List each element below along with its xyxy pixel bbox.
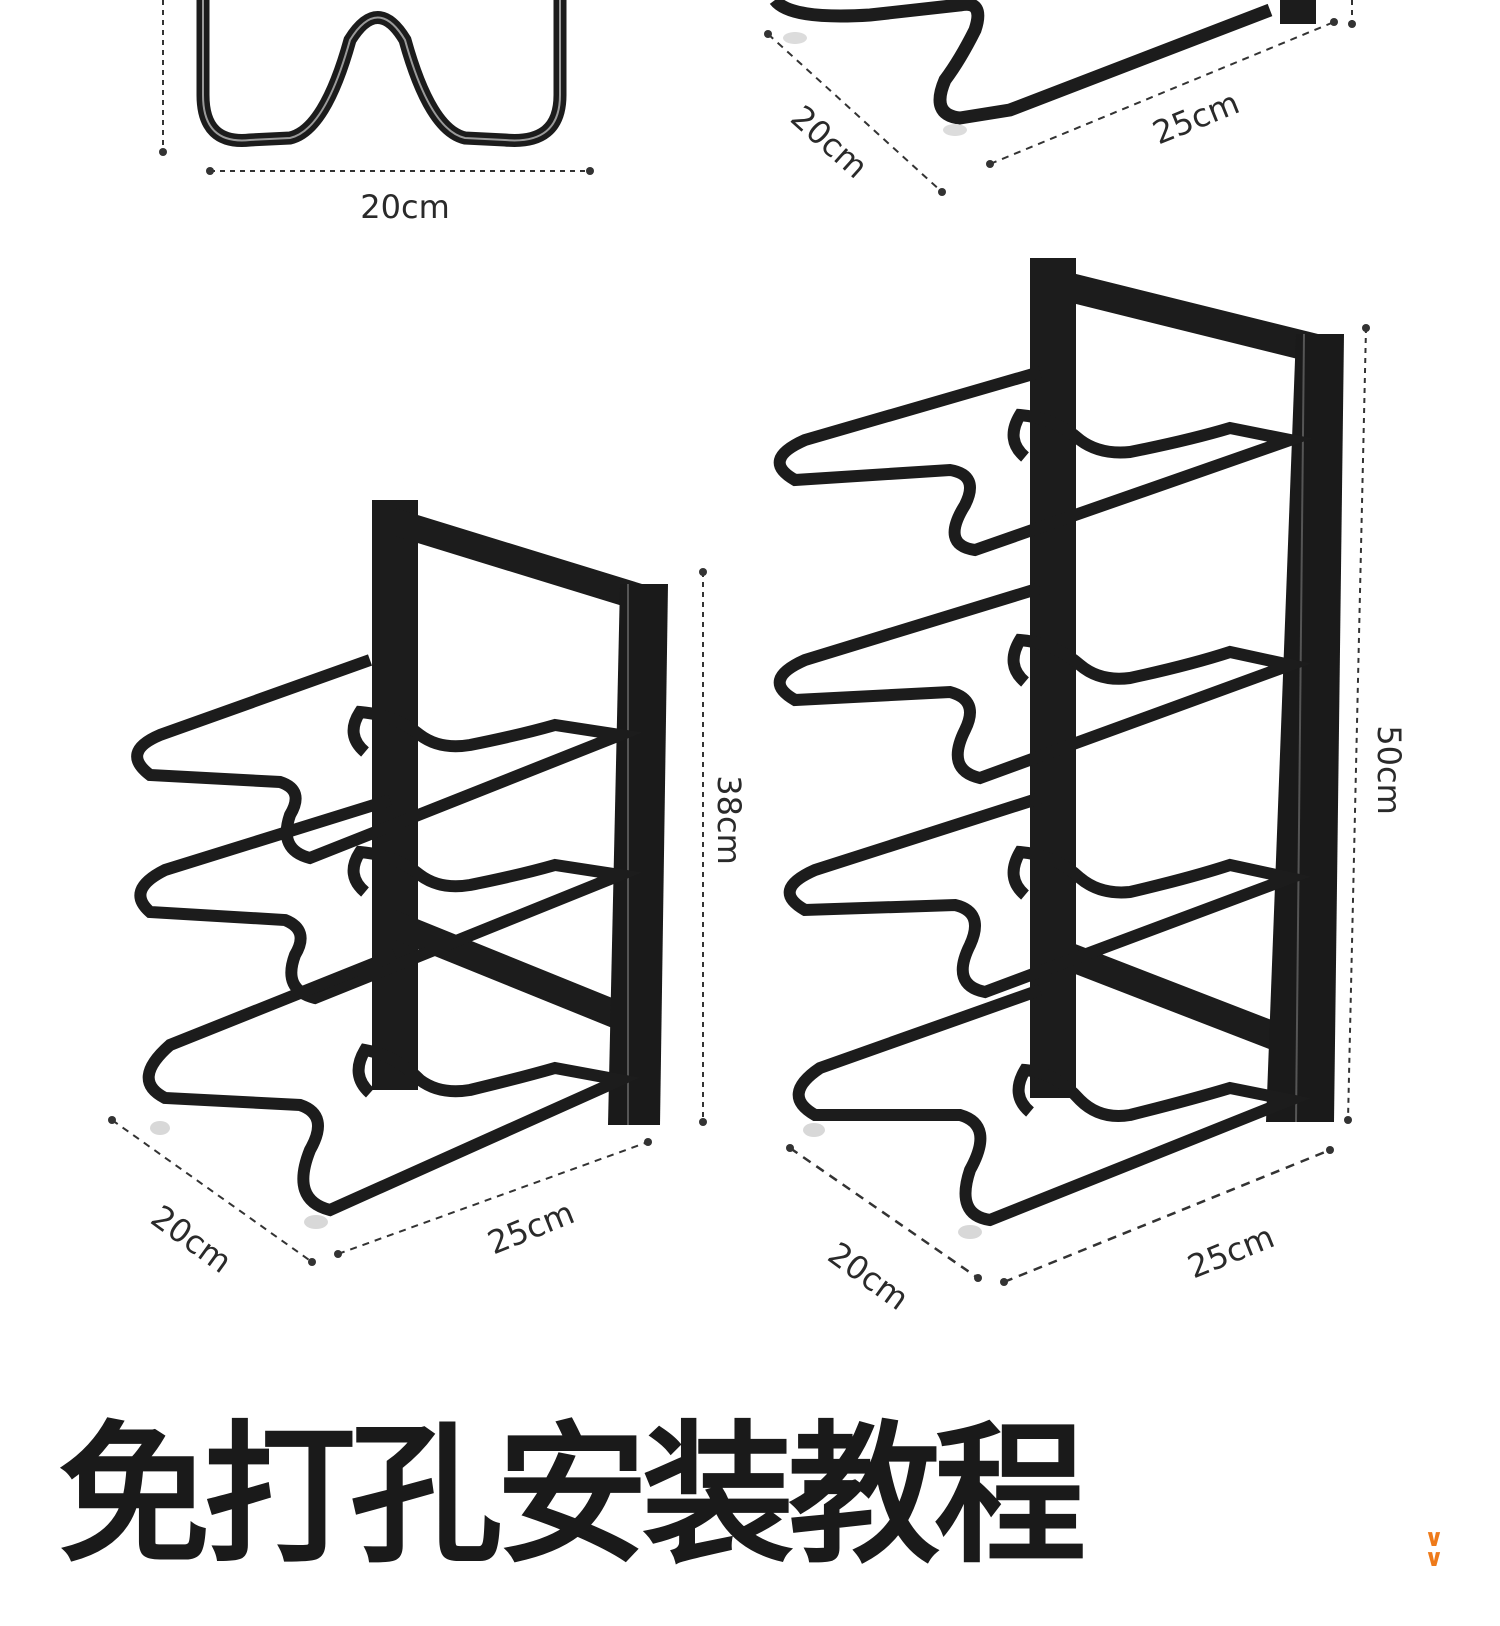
- section-title: 免打孔安装教程: [58, 1407, 1086, 1584]
- length-dim-line: [1003, 1148, 1331, 1284]
- top-end-view: 20cm: [159, 0, 594, 226]
- top-depth-label: 20cm: [783, 98, 875, 186]
- rack-small: 38cm 20cm 25cm: [108, 500, 748, 1281]
- chevron-down-icon: ∨: [1424, 1524, 1444, 1552]
- post-foot: [1280, 0, 1316, 24]
- top-crossbar: [395, 508, 642, 612]
- shelf-tier: [131, 654, 643, 865]
- bottom-crossbar: [1052, 935, 1318, 1068]
- front-post: [1266, 334, 1344, 1122]
- shelf-tier: [773, 366, 1313, 557]
- top-crossbar: [1052, 268, 1318, 364]
- small-depth-label: 20cm: [144, 1197, 239, 1280]
- shelf-tier: [783, 792, 1312, 999]
- large-height-label: 50cm: [1370, 725, 1408, 814]
- length-dim-line: [989, 21, 1335, 165]
- small-length-label: 25cm: [482, 1193, 579, 1262]
- top-width-label: 20cm: [360, 188, 449, 226]
- height-dim-line: [1347, 327, 1367, 1121]
- shelf-tier: [773, 582, 1312, 785]
- large-depth-label: 20cm: [821, 1234, 916, 1317]
- length-dim-line: [337, 1141, 649, 1255]
- bottom-crossbar: [395, 910, 642, 1040]
- chevron-down-icon: ∨: [1424, 1544, 1444, 1572]
- shelf-tier: [142, 949, 641, 1217]
- shelf-tier: [134, 794, 643, 1005]
- back-post: [372, 500, 418, 1090]
- front-post: [608, 584, 668, 1125]
- depth-dim-line: [767, 33, 943, 193]
- depth-dim-line: [111, 1119, 313, 1263]
- depth-dim-line: [789, 1146, 979, 1280]
- shelf-tier: [792, 984, 1311, 1227]
- top-base-view: 20cm 25cm: [764, 0, 1356, 196]
- small-height-label: 38cm: [710, 775, 748, 864]
- large-length-label: 25cm: [1182, 1217, 1279, 1286]
- rack-large: 50cm 20cm 25cm: [773, 258, 1408, 1318]
